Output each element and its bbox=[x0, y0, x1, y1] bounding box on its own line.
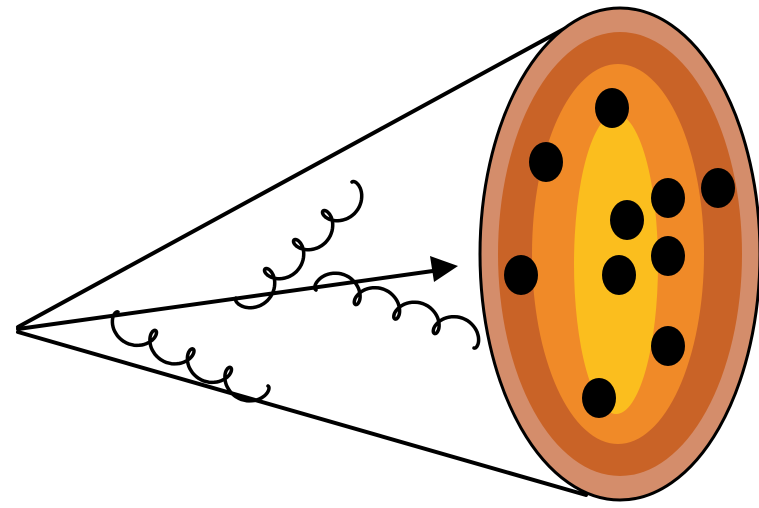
particle-dot bbox=[504, 255, 538, 295]
particle-dot bbox=[582, 378, 616, 418]
particle-dot bbox=[701, 168, 735, 208]
particle-dot bbox=[651, 236, 685, 276]
particle-dot bbox=[610, 200, 644, 240]
particle-dot bbox=[529, 142, 563, 182]
particle-dot bbox=[651, 326, 685, 366]
particle-dot bbox=[595, 88, 629, 128]
particle-dot bbox=[651, 178, 685, 218]
axis-shaft bbox=[18, 270, 440, 329]
gluon-1 bbox=[112, 312, 269, 401]
particle-dot bbox=[602, 255, 636, 295]
jet-endcap bbox=[480, 8, 759, 500]
arrowhead-icon bbox=[430, 256, 458, 282]
